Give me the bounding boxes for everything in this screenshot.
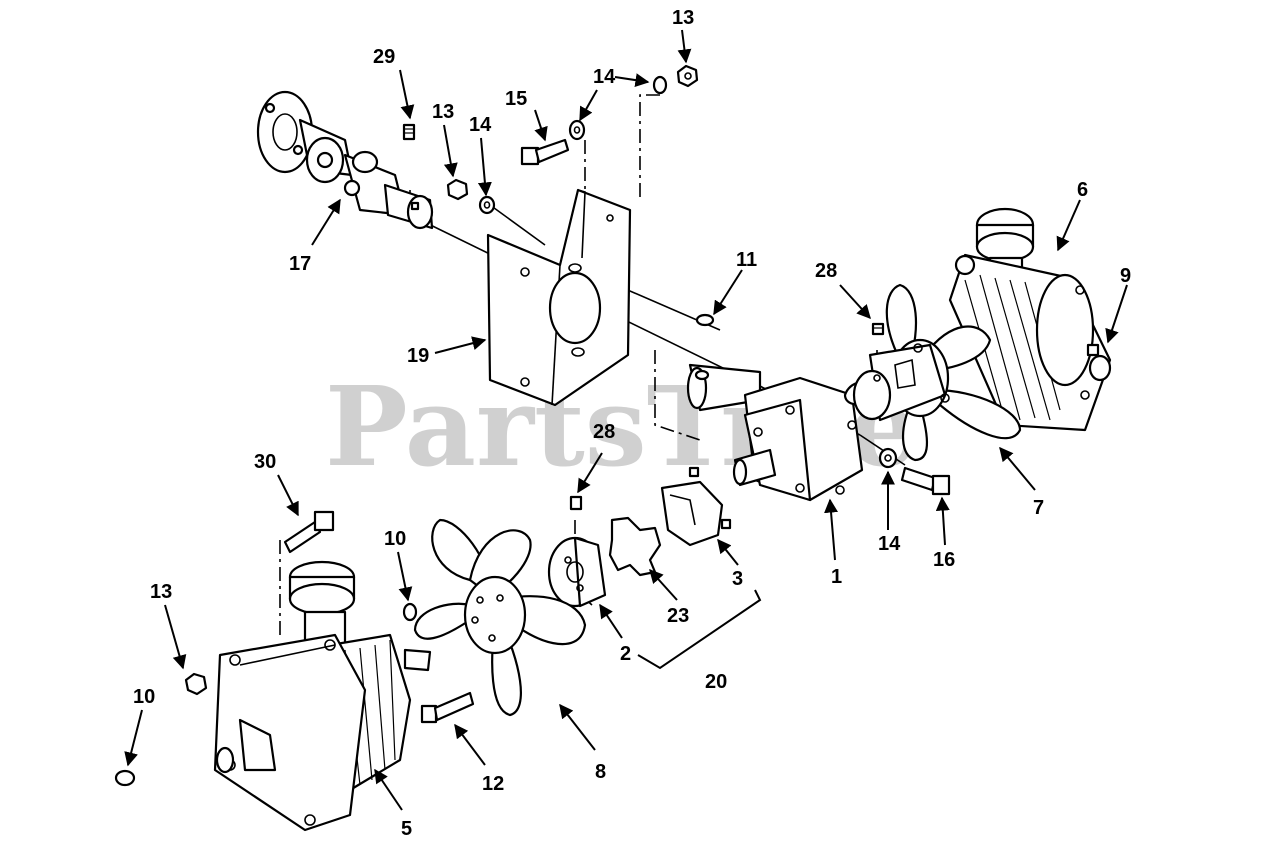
callout-3: 3: [732, 568, 743, 590]
callout-17: 17: [289, 253, 311, 275]
fan-7: [843, 283, 1022, 462]
key-10-lower: [114, 769, 136, 787]
callout-15: 15: [505, 88, 527, 110]
callout-5: 5: [401, 818, 412, 840]
callout-8: 8: [595, 761, 606, 783]
bolt-30: [283, 510, 335, 554]
callout-1: 1: [831, 566, 842, 588]
callout-7: 7: [1033, 497, 1044, 519]
key-10-upper: [402, 602, 418, 622]
set-screw-29: [402, 123, 416, 141]
callout-30: 30: [254, 451, 276, 473]
fan-8: [413, 518, 587, 717]
callout-14-top: 14: [593, 66, 616, 88]
callout-13-mid: 13: [432, 101, 454, 123]
leader-lines: [124, 29, 1128, 811]
grease-fitting-28: [569, 322, 885, 511]
hydraulic-pump-5: [213, 560, 432, 832]
hardware-top: [446, 64, 699, 215]
hydraulic-pump-6: [948, 207, 1112, 432]
callout-13-top: 13: [672, 7, 694, 29]
callout-9: 9: [1120, 265, 1131, 287]
nut-13-lower: [184, 672, 208, 696]
mounting-bracket-19: [486, 188, 632, 407]
callout-28-right: 28: [815, 260, 837, 282]
callout-29: 29: [373, 46, 395, 68]
callout-23: 23: [667, 605, 689, 627]
bolt-16: [900, 466, 951, 496]
callout-11: 11: [736, 249, 757, 271]
callout-12: 12: [482, 773, 504, 795]
bolt-12: [420, 691, 475, 724]
key-11: [695, 313, 715, 327]
gearbox-1: [686, 363, 864, 502]
callout-2: 2: [620, 643, 631, 665]
callout-16: 16: [933, 549, 955, 571]
callout-20: 20: [705, 671, 727, 693]
universal-joint-17: [256, 90, 434, 230]
washer-14-right: [878, 447, 898, 469]
callout-labels: 1 2 3 5 6 7 8 9 10 10 11 12 13 13 13 14 …: [133, 7, 1131, 840]
callout-28-lower: 28: [593, 421, 615, 443]
callout-14-right: 14: [878, 533, 901, 555]
coupling-assembly-20: [547, 466, 732, 608]
callout-10-lower: 10: [133, 686, 155, 708]
callout-14-mid: 14: [469, 114, 492, 136]
callout-19: 19: [407, 345, 429, 367]
callout-10-upper: 10: [384, 528, 406, 550]
callout-6: 6: [1077, 179, 1088, 201]
callout-13-lower: 13: [150, 581, 172, 603]
